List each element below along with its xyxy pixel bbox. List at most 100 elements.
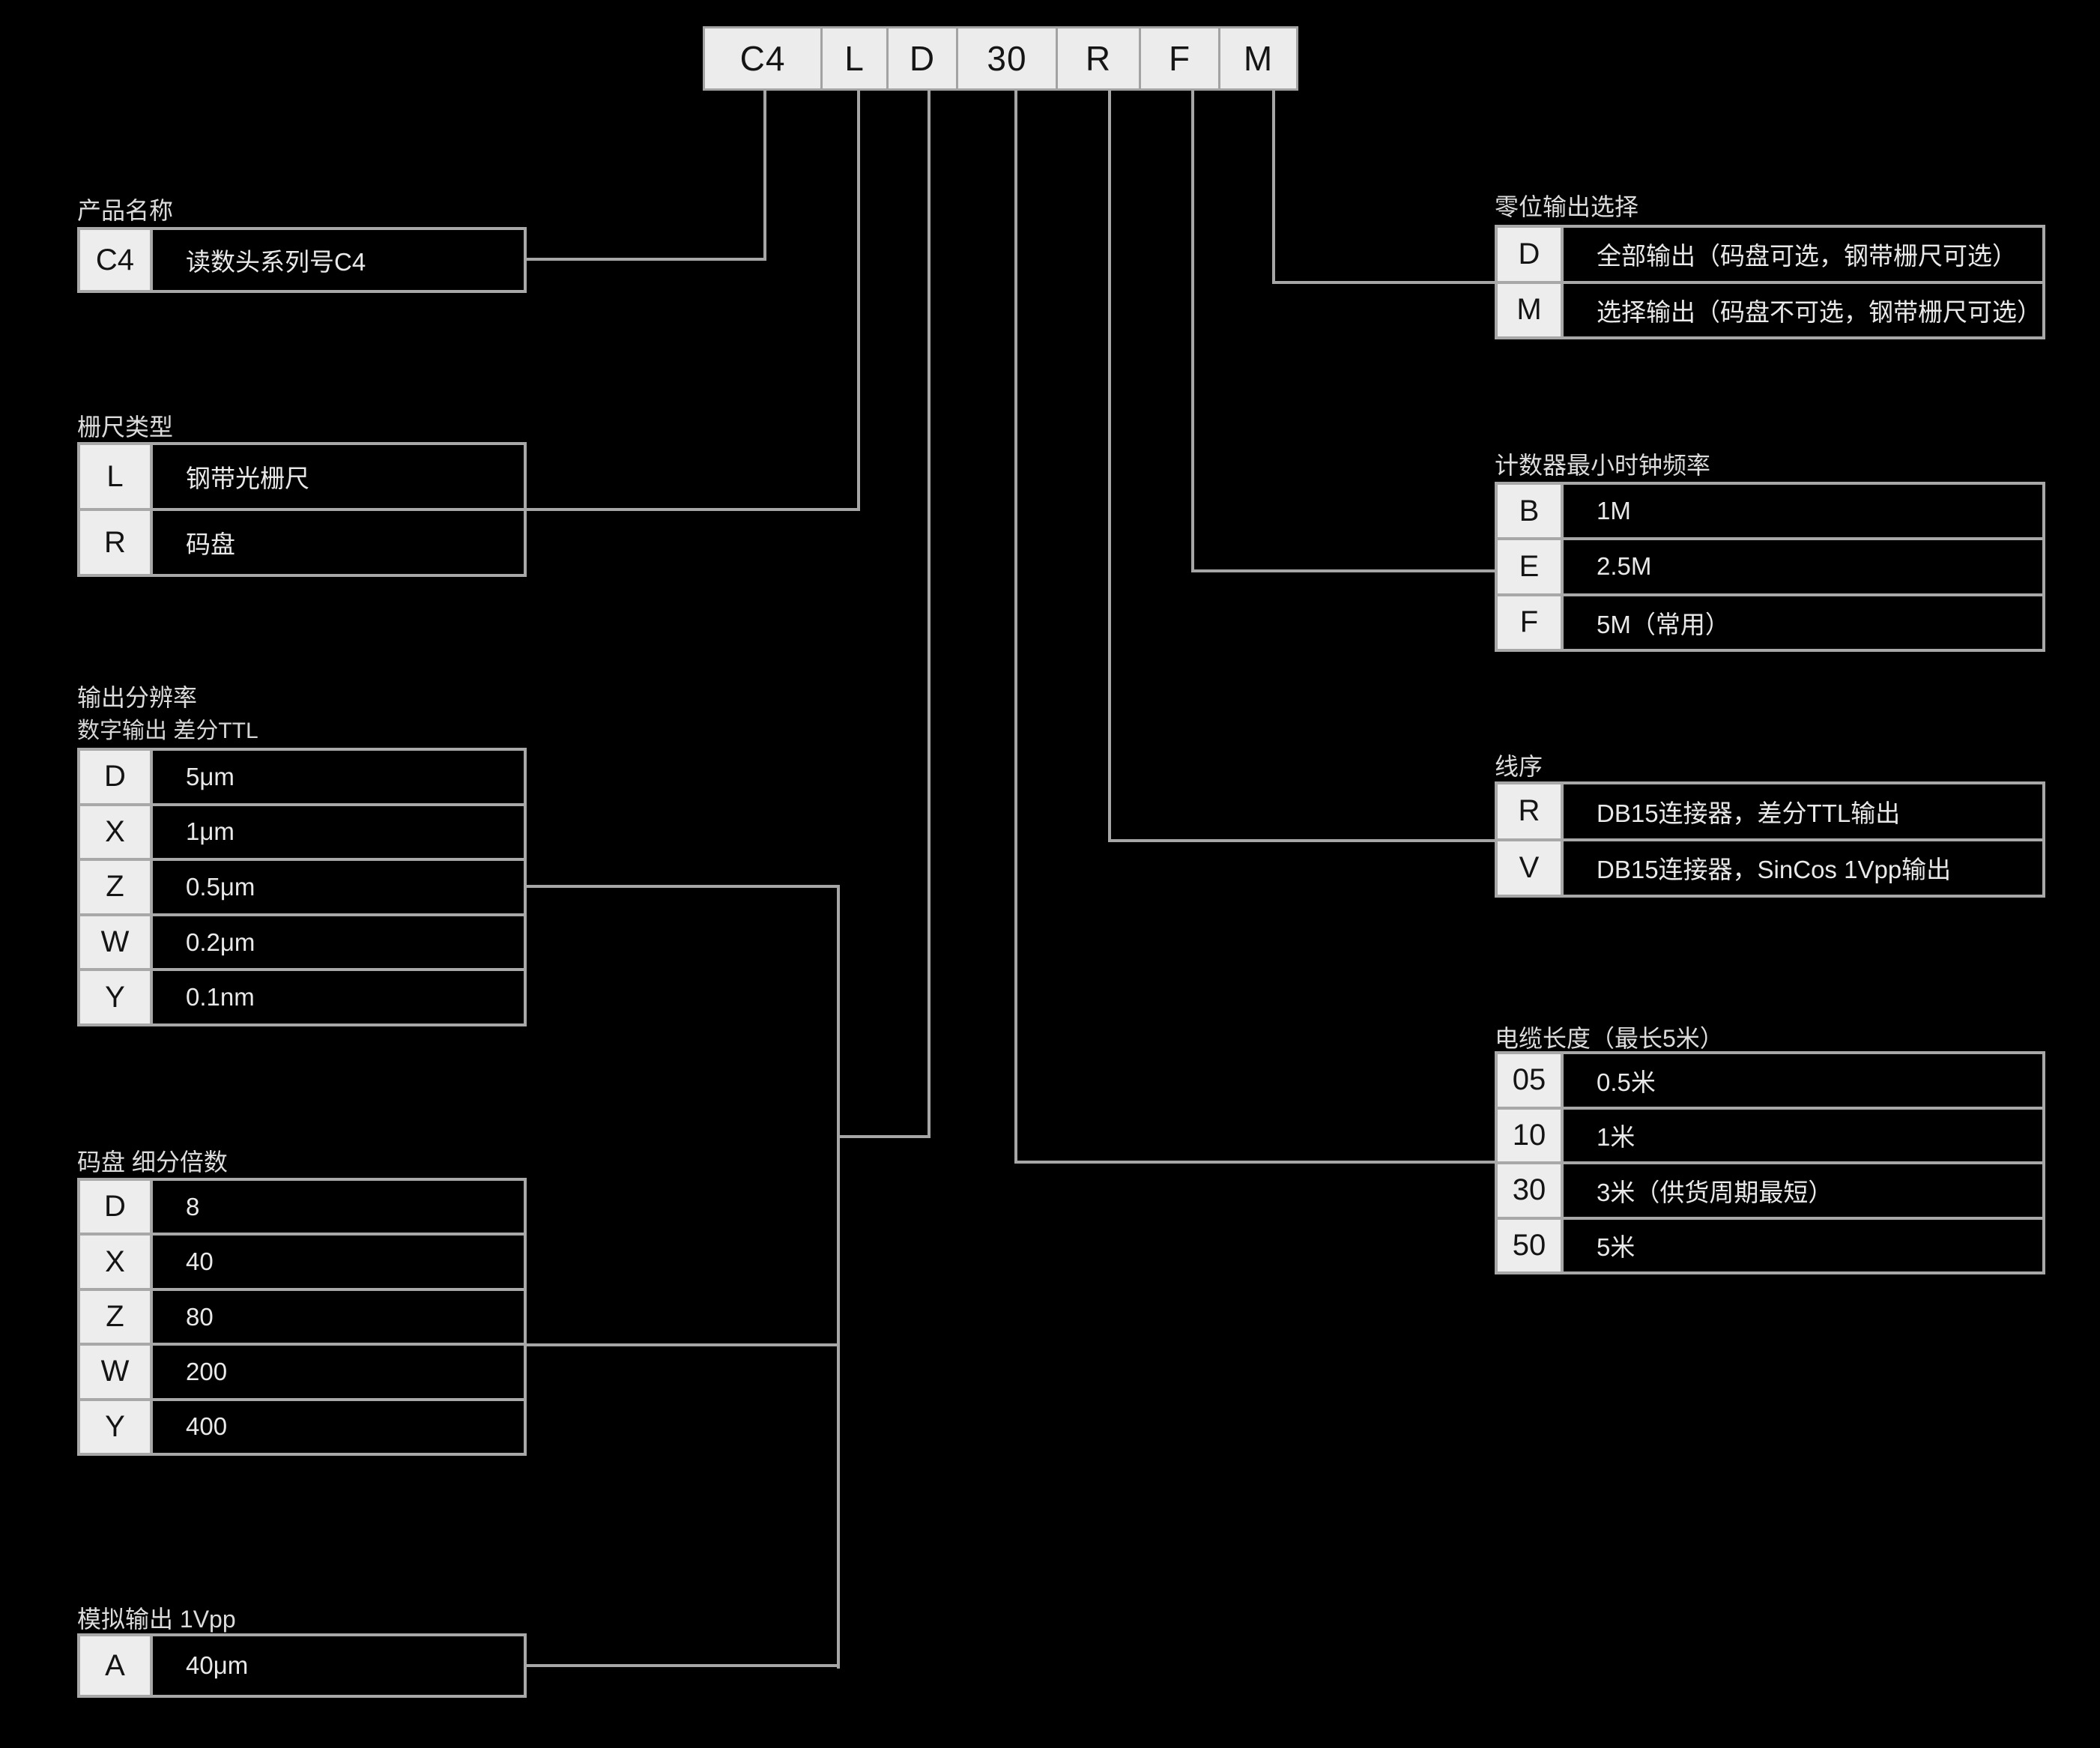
code-segment-cable-length: 30 [956, 26, 1058, 91]
connector-l-horizontal [527, 508, 860, 511]
row-code: D [1498, 228, 1564, 281]
row-code: M [1498, 283, 1564, 336]
table-row: Y 400 [80, 1397, 524, 1454]
row-desc: 40μm [186, 1651, 249, 1679]
code-segment-label: C4 [739, 39, 786, 78]
row-desc: 200 [186, 1357, 228, 1385]
row-desc: 8 [186, 1192, 200, 1221]
connector-resolution-bus [837, 886, 840, 1669]
row-desc: 3米（供货周期最短） [1597, 1178, 1833, 1206]
row-code: V [1498, 841, 1564, 895]
connector-r-vertical [1108, 91, 1111, 842]
section-title-zero-output: 零位输出选择 [1495, 193, 1639, 220]
row-code: W [80, 916, 153, 969]
row-code: R [1498, 784, 1564, 838]
table-output-resolution: D 5μm X 1μm Z 0.5μm W 0.2μm Y 0.1nm [77, 748, 527, 1026]
code-segment-clock: F [1139, 26, 1220, 91]
section-title-product-name: 产品名称 [77, 197, 174, 224]
table-row: 05 0.5米 [1498, 1054, 2042, 1107]
table-product-name: C4 读数头系列号C4 [77, 227, 527, 293]
table-row: D 全部输出（码盘可选，钢带栅尺可选） [1498, 228, 2042, 281]
table-row: B 1M [1498, 485, 2042, 538]
code-segment-label: R [1085, 39, 1112, 78]
row-code: D [80, 1181, 153, 1233]
code-segment-label: D [909, 39, 936, 78]
connector-stub-disc-subdivision [527, 1343, 840, 1346]
code-segment-label: L [844, 39, 865, 78]
row-desc: 2.5M [1597, 552, 1652, 581]
code-segment-label: F [1168, 39, 1191, 78]
table-row: W 0.2μm [80, 913, 524, 969]
row-desc: 1M [1597, 497, 1631, 525]
row-code: Y [80, 971, 153, 1023]
connector-30-vertical [1014, 91, 1017, 1164]
row-desc: 选择输出（码盘不可选，钢带栅尺可选） [1597, 297, 2042, 326]
table-row: R DB15连接器，差分TTL输出 [1498, 784, 2042, 838]
code-segment-resolution: D [886, 26, 958, 91]
row-desc: 80 [186, 1302, 214, 1331]
row-code: 05 [1498, 1054, 1564, 1107]
table-row: E 2.5M [1498, 537, 2042, 593]
row-desc: 40 [186, 1248, 214, 1276]
row-code: 50 [1498, 1219, 1564, 1271]
table-row: W 200 [80, 1343, 524, 1398]
row-desc: 400 [186, 1412, 228, 1441]
code-segment-label: M [1243, 39, 1274, 78]
connector-m-vertical [1272, 91, 1275, 284]
section-title-scale-type: 栅尺类型 [77, 414, 174, 441]
code-segment-label: 30 [987, 39, 1027, 78]
row-desc: 1μm [186, 817, 234, 846]
code-segment-zero-output: M [1218, 26, 1298, 91]
row-code: R [80, 511, 153, 574]
connector-f-vertical [1191, 91, 1194, 572]
section-title-analog-output: 模拟输出 1Vpp [77, 1606, 236, 1633]
table-row: D 8 [80, 1181, 524, 1233]
section-subtitle-digital-ttl: 数字输出 差分TTL [77, 719, 258, 743]
table-row: 30 3米（供货周期最短） [1498, 1161, 2042, 1217]
table-row: D 5μm [80, 751, 524, 803]
row-code: X [80, 805, 153, 859]
connector-l-vertical [857, 91, 860, 511]
row-desc: 0.5米 [1597, 1068, 1656, 1096]
connector-m-horizontal [1272, 281, 1495, 284]
row-desc: 5M（常用） [1597, 610, 1730, 638]
table-scale-type: L 钢带光栅尺 R 码盘 [77, 442, 527, 577]
row-desc: 5米 [1597, 1233, 1635, 1262]
row-desc: 0.5μm [186, 872, 255, 901]
table-row: X 40 [80, 1233, 524, 1288]
row-code: W [80, 1346, 153, 1398]
table-row: L 钢带光栅尺 [80, 445, 524, 508]
row-code: X [80, 1236, 153, 1288]
table-row: M 选择输出（码盘不可选，钢带栅尺可选） [1498, 280, 2042, 336]
row-code: 30 [1498, 1164, 1564, 1217]
code-segment-series: C4 [703, 26, 823, 91]
row-code: Z [80, 1290, 153, 1343]
connector-r-horizontal [1108, 839, 1495, 842]
row-code: D [80, 751, 153, 803]
row-code: C4 [80, 230, 153, 290]
table-row: V DB15连接器，SinCos 1Vpp输出 [1498, 838, 2042, 895]
row-code: L [80, 445, 153, 508]
row-desc: 1米 [1597, 1123, 1635, 1152]
row-desc: 钢带光栅尺 [186, 465, 309, 492]
code-segment-wire-order: R [1056, 26, 1141, 91]
table-cable-length: 05 0.5米 10 1米 30 3米（供货周期最短） 50 5米 [1495, 1051, 2045, 1274]
section-title-output-resolution: 输出分辨率 [77, 684, 198, 711]
row-desc: 0.1nm [186, 983, 255, 1011]
row-desc: 5μm [186, 762, 234, 790]
code-segment-scale-type: L [820, 26, 889, 91]
connector-30-horizontal [1014, 1161, 1495, 1164]
table-row: X 1μm [80, 802, 524, 859]
connector-stub-analog-output [527, 1664, 840, 1667]
table-row: 10 1米 [1498, 1106, 2042, 1161]
row-desc: DB15连接器，SinCos 1Vpp输出 [1597, 856, 1952, 884]
table-disc-subdivision: D 8 X 40 Z 80 W 200 Y 400 [77, 1178, 527, 1456]
table-row: Y 0.1nm [80, 968, 524, 1023]
connector-f-horizontal [1191, 569, 1495, 572]
section-title-cable-length: 电缆长度（最长5米） [1495, 1025, 1724, 1052]
row-code: 10 [1498, 1109, 1564, 1161]
section-title-disc-subdivision: 码盘 细分倍数 [77, 1149, 228, 1176]
row-code: A [80, 1636, 153, 1695]
table-counter-min-clock: B 1M E 2.5M F 5M（常用） [1495, 482, 2045, 652]
row-code: B [1498, 485, 1564, 538]
